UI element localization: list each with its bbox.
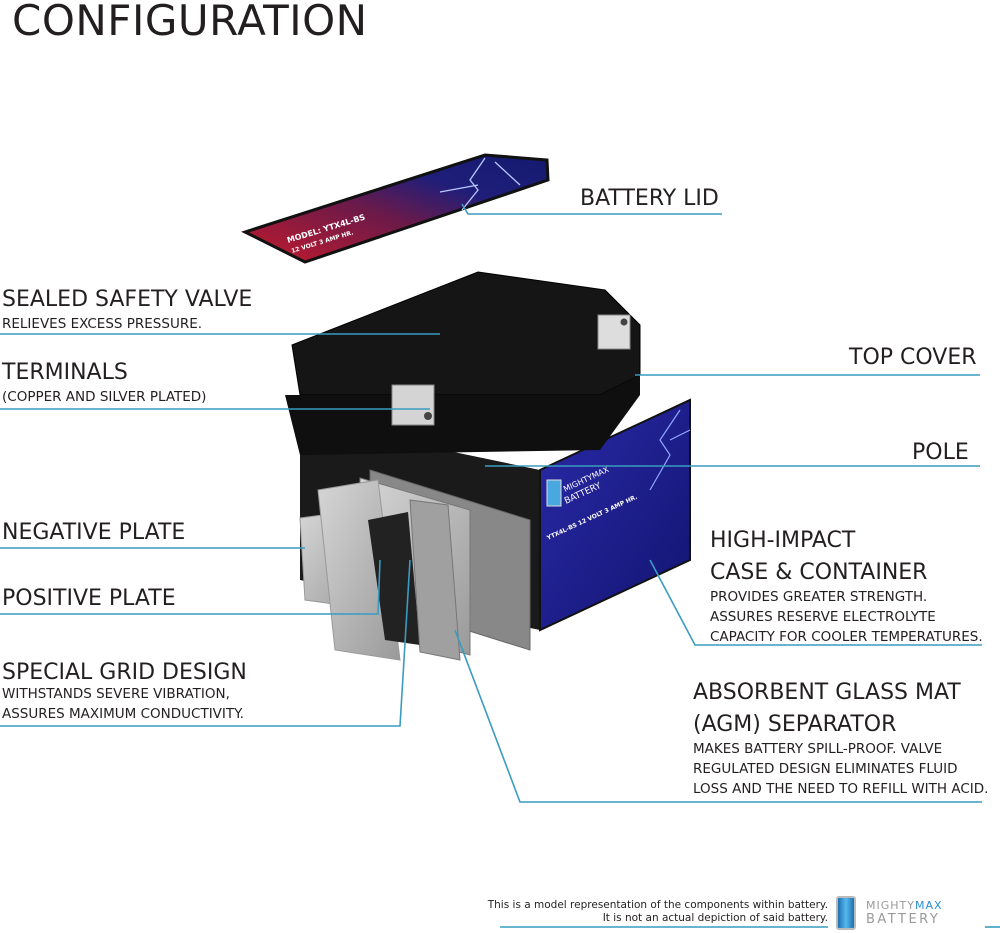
- plates: [299, 469, 531, 661]
- label-safety-valve-desc: RELIEVES EXCESS PRESSURE.: [2, 316, 203, 332]
- label-negative-plate: NEGATIVE PLATE: [2, 520, 186, 545]
- disclaimer-line-2: It is not an actual depiction of said ba…: [602, 912, 828, 924]
- page-title: CONFIGURATION: [12, 0, 368, 45]
- disclaimer-line-1: This is a model representation of the co…: [487, 899, 828, 911]
- label-agm-2: (AGM) SEPARATOR: [693, 712, 897, 737]
- label-terminals-desc: (COPPER AND SILVER PLATED): [2, 389, 207, 405]
- label-grid-design-desc-1: WITHSTANDS SEVERE VIBRATION,: [2, 686, 230, 702]
- leader-lines: [0, 203, 1000, 928]
- label-case-desc-3: CAPACITY FOR COOLER TEMPERATURES.: [710, 629, 983, 645]
- logo-mighty: MIGHTY: [866, 899, 915, 912]
- label-agm-desc-1: MAKES BATTERY SPILL-PROOF. VALVE: [693, 741, 943, 757]
- label-agm-desc-2: REGULATED DESIGN ELIMINATES FLUID: [693, 761, 958, 777]
- battery-logo-icon: [836, 896, 856, 930]
- battery-lid: MODEL: YTX4L-BS 12 VOLT 3 AMP HR.: [241, 153, 550, 264]
- label-grid-design: SPECIAL GRID DESIGN: [2, 660, 247, 685]
- label-pole: POLE: [912, 440, 969, 465]
- label-agm-1: ABSORBENT GLASS MAT: [693, 680, 961, 705]
- case-logo-icon: [546, 479, 562, 507]
- agm-separator: [409, 499, 461, 661]
- logo-top: MIGHTYMAX: [866, 900, 943, 911]
- label-case-2: CASE & CONTAINER: [710, 560, 928, 585]
- footer-disclaimer: This is a model representation of the co…: [488, 899, 828, 925]
- label-case-1: HIGH-IMPACT: [710, 528, 856, 553]
- label-agm-desc-3: LOSS AND THE NEED TO REFILL WITH ACID.: [693, 781, 989, 797]
- label-terminals: TERMINALS: [2, 360, 128, 385]
- label-grid-design-desc-2: ASSURES MAXIMUM CONDUCTIVITY.: [2, 706, 244, 722]
- label-safety-valve: SEALED SAFETY VALVE: [2, 287, 253, 312]
- logo-bottom: BATTERY: [866, 912, 941, 927]
- label-positive-plate: POSITIVE PLATE: [2, 586, 176, 611]
- label-case-desc-1: PROVIDES GREATER STRENGTH.: [710, 589, 928, 605]
- label-case-desc-2: ASSURES RESERVE ELECTROLYTE: [710, 609, 936, 625]
- logo-max: MAX: [914, 899, 943, 912]
- battery-top-cover: [285, 271, 641, 455]
- label-battery-lid: BATTERY LID: [580, 186, 719, 211]
- label-top-cover: TOP COVER: [849, 345, 977, 370]
